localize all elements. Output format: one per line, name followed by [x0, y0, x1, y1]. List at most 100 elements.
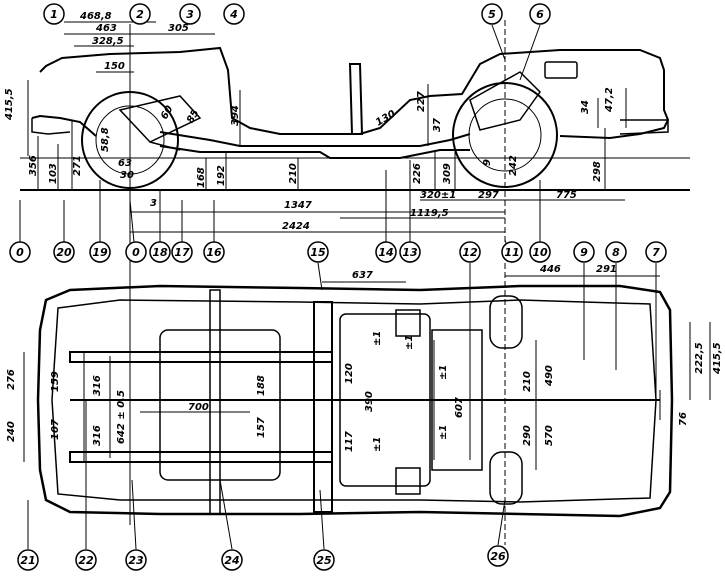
callout-leader	[131, 479, 137, 550]
dim-446: 446	[539, 264, 561, 275]
callout-label: 11	[504, 246, 519, 259]
callout-23: 23	[125, 479, 147, 571]
plan-cross-member-mid	[209, 289, 221, 515]
dim-463: 463	[95, 23, 117, 34]
dim-34: 34	[580, 100, 591, 114]
side-view: 468,8 463 328,5 305 150 415,5 356 103 27…	[4, 11, 690, 233]
dim-415-5-plan: 415,5	[712, 342, 723, 375]
plan-rear-spring-lower	[489, 451, 523, 505]
side-view-dimensions: 468,8 463 328,5 305 150 415,5 356 103 27…	[4, 11, 615, 232]
dim-468-8: 468,8	[79, 11, 112, 22]
dim-309: 309	[442, 163, 453, 184]
callout-circle	[481, 3, 503, 25]
dim-297: 297	[478, 190, 499, 201]
callout-label: 6	[536, 8, 544, 21]
callout-label: 17	[174, 246, 190, 259]
callout-leader	[519, 24, 541, 81]
dim-226: 226	[412, 163, 423, 184]
dim-9: 9	[482, 159, 493, 166]
side-rear-bumper	[619, 119, 669, 135]
callout-leader	[219, 479, 233, 550]
callout-1: 1	[43, 3, 65, 25]
callout-label: 10	[532, 246, 548, 259]
callout-label: 14	[378, 246, 393, 259]
callout-circle	[605, 241, 627, 263]
dim-117: 117	[344, 431, 355, 452]
dim-188: 188	[256, 375, 267, 396]
callout-leader	[319, 489, 325, 550]
callout-15: 15	[307, 241, 329, 291]
dim-107: 107	[50, 419, 61, 440]
side-body-outline	[39, 46, 670, 140]
callout-label: 0	[132, 246, 140, 259]
plan-view: 637 446 291 276 159 316 642 ± 0,5 240 10…	[6, 264, 723, 518]
callout-25: 25	[313, 489, 335, 571]
dim-356: 356	[28, 155, 39, 176]
dim-700: 700	[188, 402, 209, 413]
callout-circle	[129, 3, 151, 25]
dim-607: 607	[454, 397, 465, 418]
dim-240: 240	[6, 421, 17, 442]
callout-circle	[179, 3, 201, 25]
dim-320: 320±1	[420, 190, 456, 201]
dim-30: 30	[120, 170, 134, 181]
dim-192: 192	[216, 165, 227, 186]
callout-label: 7	[652, 246, 660, 259]
callout-5: 5	[481, 3, 506, 61]
plan-frame-lower	[69, 451, 333, 463]
callout-circle	[223, 3, 245, 25]
callout-circle	[645, 241, 667, 263]
callout-label: 8	[612, 246, 620, 259]
dim-1347: 1347	[284, 200, 312, 211]
callout-label: 23	[128, 554, 144, 567]
callout-label: 26	[490, 550, 506, 563]
dim-210: 210	[288, 163, 299, 184]
callout-label: 22	[78, 554, 94, 567]
dim-47-2: 47,2	[604, 87, 615, 113]
side-steering-column	[348, 63, 364, 135]
dim-58-8: 58,8	[100, 127, 111, 152]
dim-pm-2: ±1	[372, 437, 383, 452]
callout-label: 20	[56, 246, 72, 259]
dim-394: 394	[230, 105, 241, 126]
plan-body-outline	[36, 284, 674, 518]
dim-298: 298	[592, 161, 603, 182]
dim-pm-5: ±1	[404, 335, 415, 350]
callout-circle	[171, 241, 193, 263]
callout-label: 13	[402, 246, 418, 259]
dim-390: 390	[364, 391, 375, 412]
callout-circle	[53, 241, 75, 263]
callout-circle	[203, 241, 225, 263]
callout-22: 22	[75, 400, 97, 571]
callout-7: 7	[645, 241, 667, 400]
callout-circle	[125, 549, 147, 571]
dim-305: 305	[168, 23, 189, 34]
callout-circle	[43, 3, 65, 25]
plan-cross-member-front	[313, 301, 333, 513]
dim-76: 76	[678, 412, 689, 426]
dim-642: 642 ± 0,5	[116, 390, 127, 444]
plan-mount-upper	[395, 309, 421, 337]
callout-14: 14	[375, 170, 397, 263]
dim-3: 3	[150, 198, 157, 209]
plan-floor-pan	[339, 313, 431, 487]
plan-inner-outline	[51, 299, 657, 503]
callout-2: 2	[129, 3, 151, 25]
dim-157: 157	[256, 417, 267, 438]
dim-242: 242	[508, 155, 519, 176]
callout-circle	[529, 241, 551, 263]
callout-0b: 0	[125, 199, 147, 264]
side-front-suspension	[118, 95, 202, 151]
callout-label: 3	[186, 8, 194, 21]
callout-18: 18	[149, 190, 171, 263]
dim-775: 775	[556, 190, 577, 201]
callout-label: 18	[152, 246, 168, 259]
dim-85: 85	[185, 108, 202, 126]
dim-63: 63	[118, 158, 132, 169]
plan-view-dimensions: 637 446 291 276 159 316 642 ± 0,5 240 10…	[6, 264, 723, 452]
dim-316-upper: 316	[92, 375, 103, 396]
callout-19: 19	[89, 180, 111, 263]
callout-label: 2	[136, 8, 144, 21]
